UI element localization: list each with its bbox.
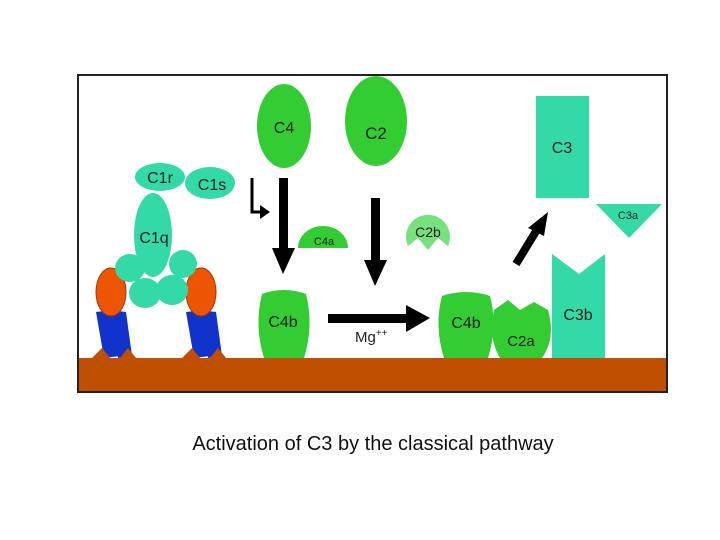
c3a-label: C3a — [618, 210, 639, 222]
c1s-shape — [185, 167, 235, 199]
arrow-c4-down — [272, 178, 295, 274]
c3b-molecule — [552, 254, 605, 358]
c1-complex — [115, 163, 235, 308]
cleavage-bent-arrow — [250, 178, 262, 214]
c4a-fragment — [298, 226, 348, 248]
c2a-fragment — [492, 300, 551, 358]
c2b-fragment — [406, 214, 451, 250]
c4b-left-label: C4b — [268, 314, 297, 331]
c1s-label: C1s — [198, 177, 226, 194]
mg-label: Mg — [355, 329, 376, 346]
c3a-fragment — [596, 204, 662, 238]
c4b-bound-right — [438, 292, 494, 358]
arrow-c2-down — [364, 198, 387, 286]
c4b-right-label: C4b — [451, 315, 480, 332]
antibody-right — [182, 267, 226, 358]
c2-label: C2 — [365, 124, 387, 143]
c1r-label: C1r — [147, 170, 173, 187]
c4-label: C4 — [274, 120, 295, 137]
c3-label: C3 — [552, 140, 573, 157]
c1q-shape — [134, 193, 172, 277]
figure-caption: Activation of C3 by the classical pathwa… — [192, 433, 554, 455]
svg-text:Mg++: Mg++ — [355, 328, 388, 346]
c4a-label: C4a — [314, 236, 335, 248]
c2-molecule — [345, 76, 407, 166]
c1q-label: C1q — [139, 230, 168, 247]
c2b-label: C2b — [415, 224, 441, 240]
c2a-label: C2a — [507, 333, 535, 350]
c1r-shape — [135, 163, 185, 191]
antibody-left — [92, 267, 136, 358]
c3b-label: C3b — [563, 307, 592, 324]
arrow-c3-cleavage — [512, 212, 548, 267]
arrow-mg — [328, 305, 430, 332]
mg-superscript: ++ — [376, 328, 388, 339]
cell-membrane — [79, 358, 666, 391]
c4-molecule — [257, 84, 311, 168]
c4b-bound-left — [258, 290, 310, 358]
c3-molecule — [536, 96, 589, 198]
